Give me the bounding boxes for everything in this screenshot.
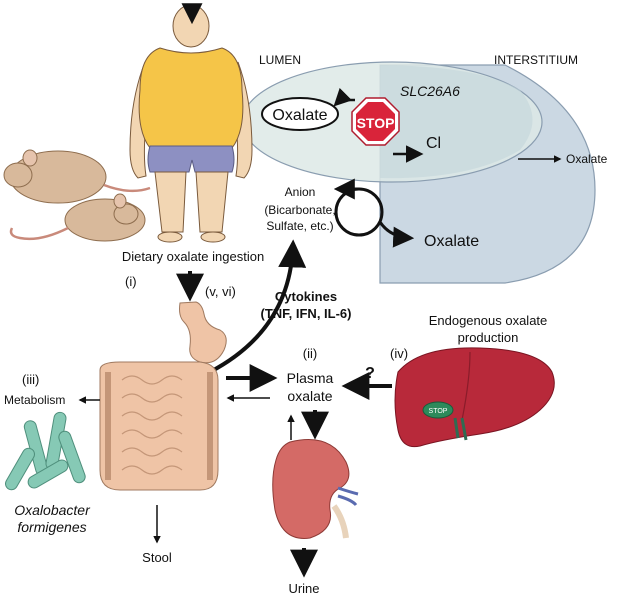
plasma-label-2: oxalate	[287, 388, 332, 404]
bacteria-name-1: Oxalobacter	[14, 502, 91, 518]
exchanger-loop	[334, 187, 384, 237]
stool-label: Stool	[142, 550, 172, 565]
lumen-label: LUMEN	[259, 53, 301, 67]
interstitium-label: INTERSTITIUM	[494, 53, 578, 67]
cytokines-detail: (TNF, IFN, IL-6)	[261, 306, 352, 321]
stop-sign-icon	[351, 97, 400, 146]
kidney-figure	[272, 439, 359, 539]
anion-label: Anion	[285, 185, 316, 199]
dietary-label: Dietary oxalate ingestion	[122, 249, 264, 264]
anion-detail-2: Sulfate, etc.)	[266, 219, 333, 233]
step-ii-label: (ii)	[303, 346, 317, 361]
oxalate-interstitium-label: Oxalate	[566, 152, 608, 166]
step-i-label: (i)	[125, 274, 137, 289]
stop-sign-text: STOP	[357, 115, 395, 131]
stomach-figure	[179, 301, 227, 364]
arrow-cytokines	[209, 239, 307, 374]
oxalate-lumen-circle	[261, 97, 339, 131]
cytokines-label: Cytokines	[275, 289, 337, 304]
endogenous-label-2: production	[458, 330, 519, 345]
metabolism-label: Metabolism	[4, 393, 65, 407]
urine-label: Urine	[288, 581, 319, 596]
arrow-stop-to-oxalate	[333, 87, 355, 107]
step-iii-label: (iii)	[22, 372, 39, 387]
person-figure	[129, 4, 253, 243]
plasma-label-1: Plasma	[287, 370, 334, 386]
endogenous-label-1: Endogenous oxalate	[429, 313, 548, 328]
slc26a6-label: SLC26A6	[400, 83, 460, 99]
step-iv-label: (iv)	[390, 346, 408, 361]
question-mark: ?	[365, 365, 375, 382]
bacteria-figure	[5, 411, 86, 491]
oxalate-exchange-label: Oxalate	[424, 233, 479, 250]
step-v-vi-label: (v, vi)	[205, 284, 236, 299]
arrow-loop-to-oxalate	[378, 221, 415, 248]
rodent-figure	[3, 149, 151, 242]
liver-stop-icon	[422, 401, 454, 419]
intestine-figure	[99, 361, 219, 491]
chloride-label: Cl	[426, 135, 441, 152]
oxalate-lumen-label: Oxalate	[272, 107, 327, 124]
bacteria-name-2: formigenes	[17, 519, 86, 535]
liver-stop-text: STOP	[429, 408, 448, 415]
anion-detail-1: (Bicarbonate,	[264, 203, 335, 217]
liver-figure	[394, 347, 555, 448]
